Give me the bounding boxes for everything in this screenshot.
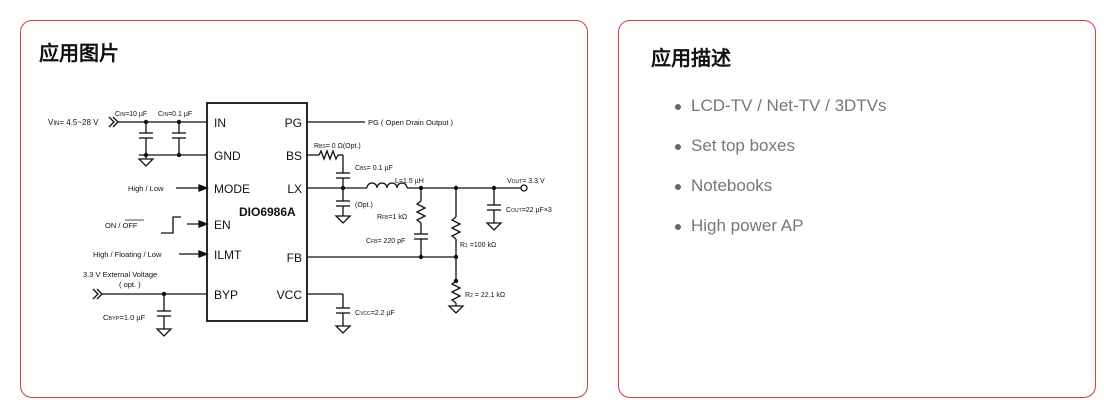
application-description-title: 应用描述 [651,46,731,70]
application-description-card: 应用描述 LCD-TV / Net-TV / 3DTVs Set top box… [618,20,1096,398]
r2-label: R2 = 22.1 kΩ [465,292,505,299]
rbs-label: RBS= 0 Ω(Opt.) [314,143,361,150]
cbyp-label: CBYP=1.0 µF [103,313,146,322]
list-item: High power AP [671,215,887,255]
cfb-label: CFB= 220 pF [366,238,405,245]
vout-label: VOUT= 3.3 V [507,178,545,185]
pg-output-label: PG ( Open Drain Output ) [368,118,454,127]
pin-mode-label: MODE [214,182,250,196]
cout-label: COUT=22 µF×3 [506,207,552,214]
list-item: Notebooks [671,175,887,215]
application-image-card: 应用图片 [20,20,588,398]
cvcc-label: CVCC=2.2 µF [355,310,395,317]
vin-label: VIN= 4.5~28 V [48,118,99,127]
pin-pg-label: PG [285,116,302,130]
pin-vcc-label: VCC [277,288,303,302]
pin-fb-label: FB [287,251,302,265]
pin-lx-label: LX [287,182,302,196]
pin-in-label: IN [214,116,226,130]
list-item: Set top boxes [671,135,887,175]
cin-b-label: CIN=0.1 µF [158,111,192,118]
ext-voltage-label: 3.3 V External Voltage [83,270,157,279]
cbs-label: CBS= 0.1 µF [355,165,393,172]
opt-cap-label: (Opt.) [355,202,373,209]
pin-bs-label: BS [286,149,302,163]
pin-byp-label: BYP [214,288,238,302]
inductor-label: L=1.5 µH [395,178,424,185]
pin-ilmt-label: ILMT [214,248,242,262]
pin-en-label: EN [214,218,231,232]
ext-voltage-opt-label: ( opt. ) [119,280,141,289]
mode-input-label: High / Low [128,184,164,193]
rfb-label: RFB=1 kΩ [377,214,407,221]
chip-name: DIO6986A [239,205,296,219]
application-list: LCD-TV / Net-TV / 3DTVs Set top boxes No… [671,95,887,255]
list-item: LCD-TV / Net-TV / 3DTVs [671,95,887,135]
application-schematic: IN GND MODE EN ILMT BYP PG BS LX FB VCC … [48,102,552,337]
ilmt-input-label: High / Floating / Low [93,250,162,259]
cin-a-label: CIN=10 µF [115,111,147,118]
r1-label: R1 =100 kΩ [460,242,496,249]
en-input-label: ON / OFF [105,221,138,230]
application-image-title: 应用图片 [39,41,119,65]
pin-gnd-label: GND [214,149,241,163]
